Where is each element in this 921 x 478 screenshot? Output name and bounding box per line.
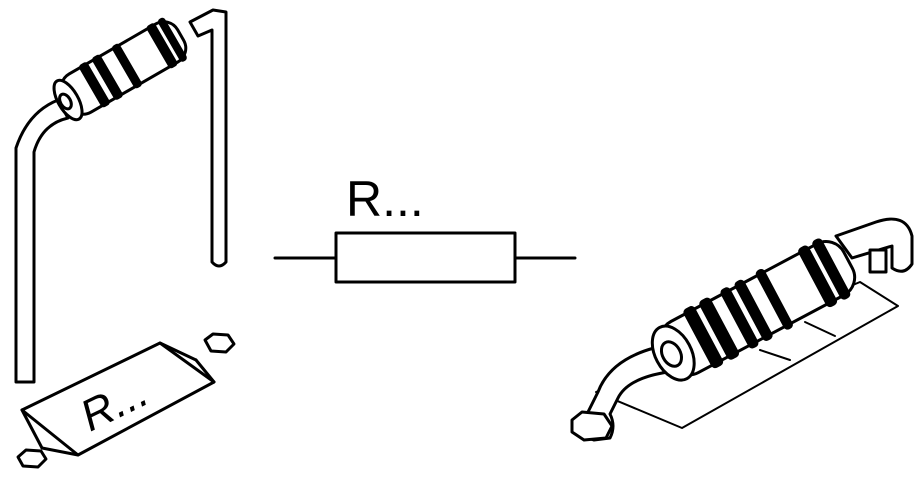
resistor-body bbox=[52, 17, 188, 122]
vertical-resistor-3d bbox=[14, 8, 228, 384]
back-lead bbox=[834, 217, 914, 273]
pad-bottom bbox=[16, 448, 48, 469]
left-lead bbox=[14, 98, 70, 384]
schematic-label: R... bbox=[346, 171, 424, 227]
horizontal-resistor-3d bbox=[570, 217, 914, 442]
pcb-footprint: R... bbox=[16, 332, 236, 469]
right-lead bbox=[188, 8, 228, 268]
resistor-body-horizontal bbox=[650, 238, 857, 382]
schematic-symbol: R... bbox=[273, 171, 577, 284]
schematic-body bbox=[334, 231, 517, 284]
pad-top bbox=[203, 332, 236, 354]
